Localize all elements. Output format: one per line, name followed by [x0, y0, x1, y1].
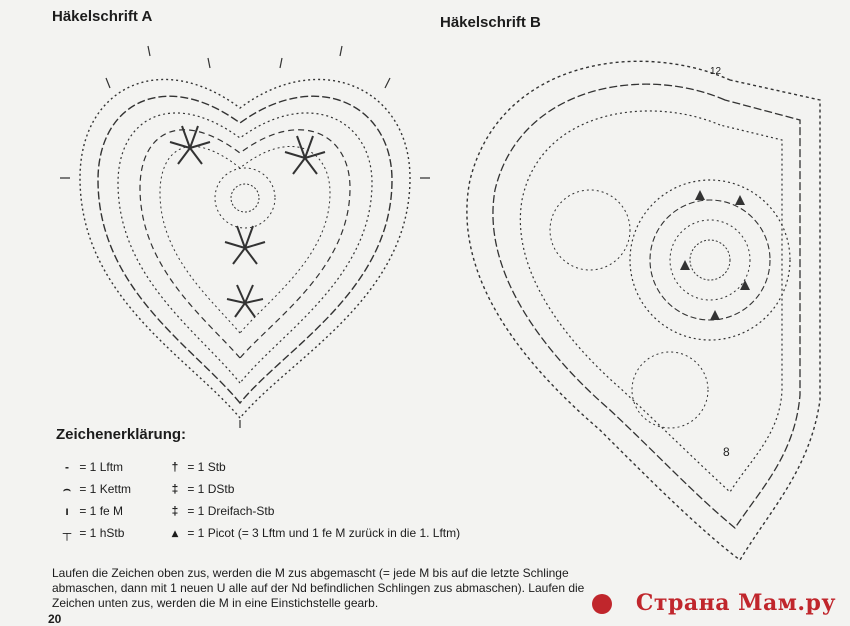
chart-a-diagram [60, 45, 430, 428]
legend-symbol: † [171, 460, 179, 474]
chart-b-lobe-1 [549, 189, 631, 271]
chart-b-ring-2 [519, 110, 783, 493]
instruction-note: Laufen die Zeichen oben zus, werden die … [52, 566, 585, 610]
chart-a-center-inner [230, 183, 260, 213]
legend-label: = 1 Stb [187, 460, 226, 474]
chart-a-flowers [169, 125, 326, 318]
legend-label: = 1 hStb [79, 526, 125, 540]
chart-b-label-12: 12 [710, 66, 722, 77]
chart-b-medallion [629, 179, 791, 341]
chart-a-ring-2 [117, 112, 373, 384]
legend-symbol: ┬ [62, 526, 72, 540]
chart-b-medallion-2 [649, 199, 771, 321]
chart-a-title: Häkelschrift A [52, 8, 153, 25]
legend-label: = 1 Lftm [79, 460, 124, 474]
chart-b-diagram: 12 8 [466, 60, 821, 562]
chart-b-label-8: 8 [723, 445, 730, 459]
chart-a-outline [79, 78, 411, 420]
legend-symbol: ‡ [171, 504, 179, 518]
legend-symbol: - [65, 460, 69, 474]
legend-label: = 1 Kettm [79, 482, 132, 496]
chart-a-center [214, 167, 276, 229]
chart-b-medallion-3 [669, 219, 751, 301]
chart-a-ring-4 [159, 145, 331, 334]
watermark: Страна Мам.ру [635, 590, 836, 616]
chart-b-lobe-2 [631, 351, 709, 429]
legend-left: - = 1 Lftm ⌢ = 1 Kettm ı = 1 fe M ┬ = 1 … [58, 456, 131, 544]
page-number: 20 [48, 612, 62, 626]
chart-b-title: Häkelschrift B [440, 14, 541, 31]
legend-item-hstb: ┬ = 1 hStb [58, 522, 131, 544]
chart-b-ring-1 [492, 83, 801, 529]
legend-symbol: ▴ [171, 526, 179, 540]
legend-item-dstb: ‡ = 1 DStb [166, 478, 460, 500]
legend-item-stb: † = 1 Stb [166, 456, 460, 478]
chart-a-ring-1 [97, 95, 393, 405]
watermark-logo-icon [592, 594, 612, 614]
legend-title: Zeichenerklärung: [56, 426, 187, 443]
legend-label: = 1 fe M [79, 504, 124, 518]
legend-item-dreifach-stb: ‡ = 1 Dreifach-Stb [166, 500, 460, 522]
legend-symbol: ⌢ [63, 482, 71, 496]
chart-a-ring-3 [139, 129, 351, 359]
legend-item-picot: ▴ = 1 Picot (= 3 Lftm und 1 fe M zurück … [166, 522, 460, 544]
legend-label: = 1 DStb [187, 482, 235, 496]
legend-item-kettm: ⌢ = 1 Kettm [58, 478, 131, 500]
legend-right: † = 1 Stb ‡ = 1 DStb ‡ = 1 Dreifach-Stb … [166, 456, 460, 544]
legend-label: = 1 Dreifach-Stb [187, 504, 275, 518]
chart-a-spikes [60, 45, 430, 428]
legend-item-lftm: - = 1 Lftm [58, 456, 131, 478]
legend-symbol: ‡ [171, 482, 179, 496]
chart-b-outline [466, 60, 821, 562]
legend-symbol: ı [65, 504, 69, 518]
legend-label: = 1 Picot (= 3 Lftm und 1 fe M zurück in… [187, 526, 461, 540]
chart-b-picots [680, 190, 750, 320]
chart-b-medallion-4 [689, 239, 731, 281]
legend-item-fe-m: ı = 1 fe M [58, 500, 131, 522]
